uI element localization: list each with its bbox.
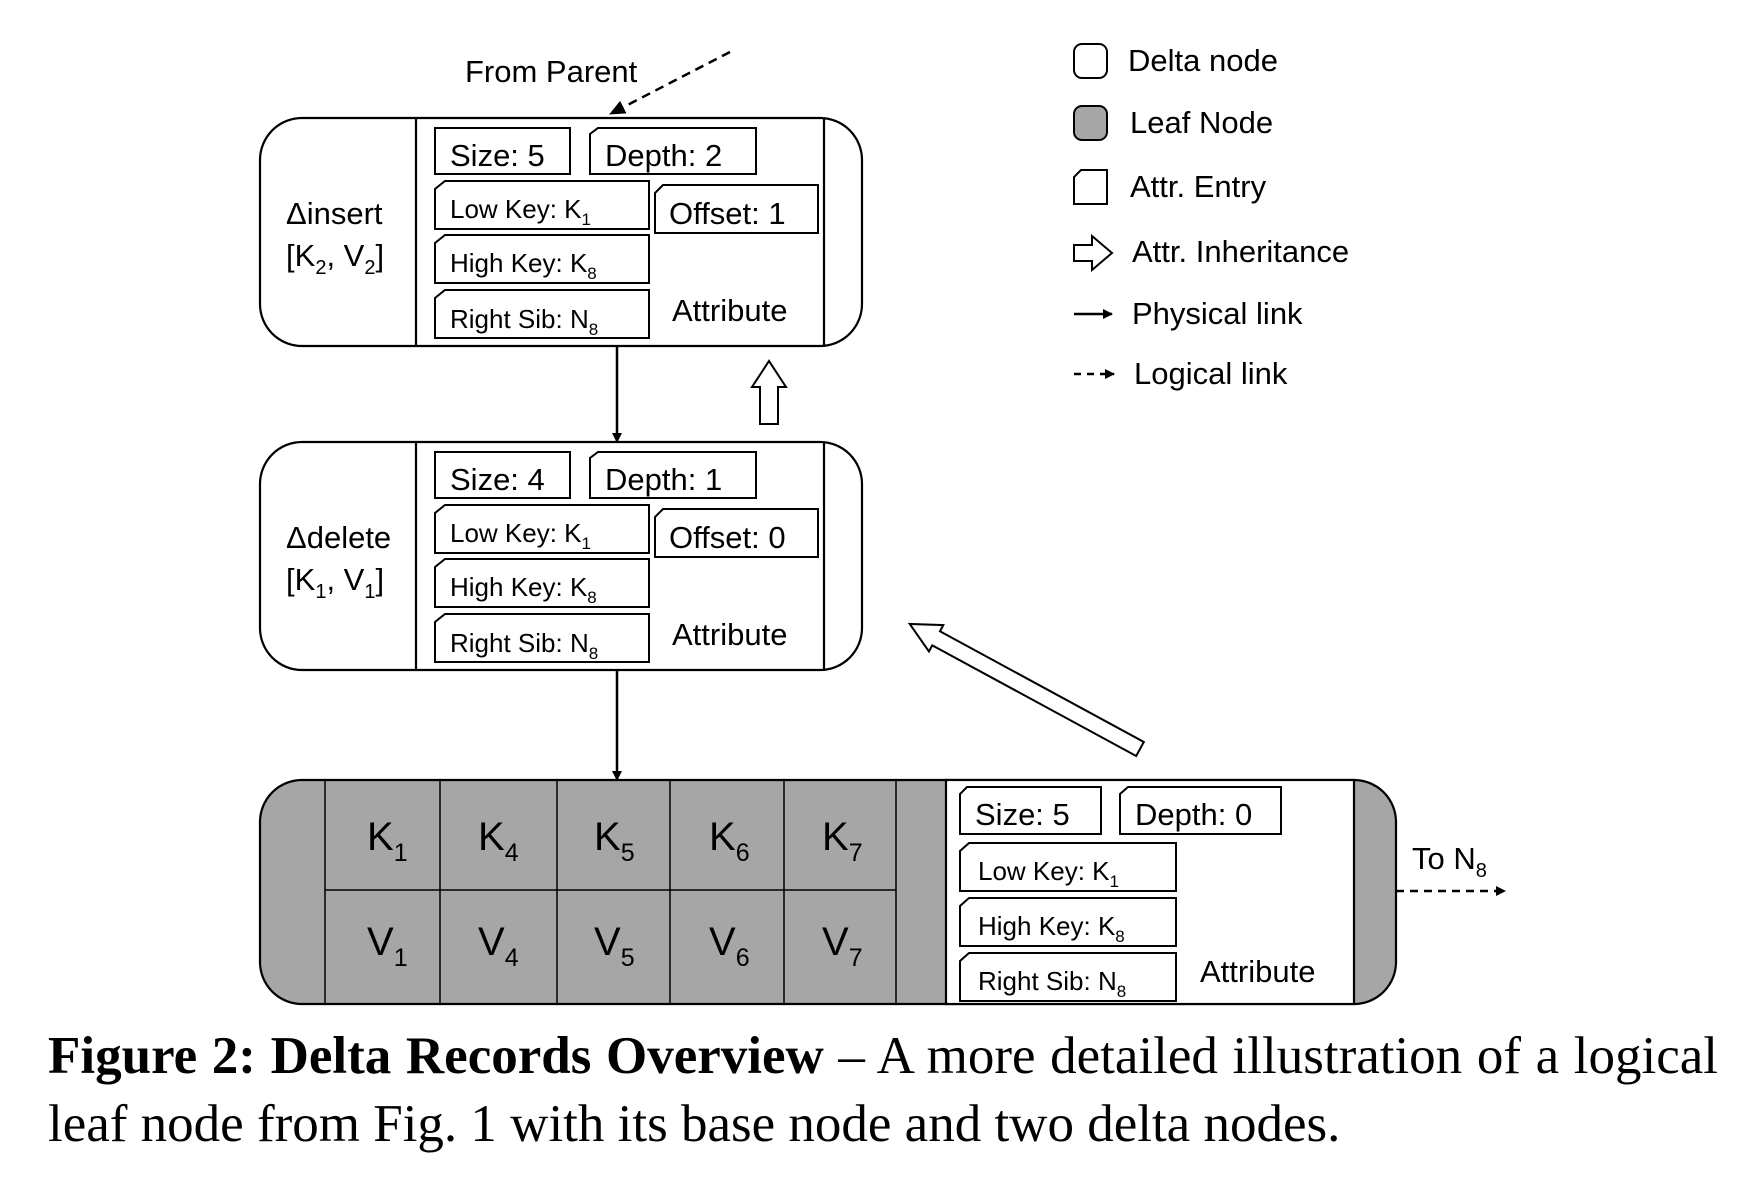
base-lowkey-entry	[959, 842, 1177, 892]
base-value-5: V7	[822, 920, 863, 972]
delta-delete-rightsib-entry	[434, 613, 650, 663]
base-size-entry	[959, 786, 1102, 835]
base-highkey: High Key: K8	[978, 911, 1125, 946]
delta-insert-offset: Offset: 1	[669, 196, 786, 231]
delta-delete-size: Size: 4	[450, 462, 545, 497]
delta-delete-lowkey: Low Key: K1	[450, 518, 591, 553]
delta-delete-rightsib: Right Sib: N8	[450, 628, 598, 663]
base-highkey-entry	[959, 897, 1177, 947]
legend-attr-entry-label: Attr. Entry	[1130, 169, 1267, 204]
delta-delete-size-entry	[434, 451, 571, 499]
delta-insert-lowkey: Low Key: K1	[450, 194, 591, 229]
to-sibling-label: To N8	[1412, 841, 1487, 882]
delta-insert-highkey-entry	[434, 234, 650, 284]
base-rightsib-entry	[959, 952, 1177, 1002]
legend-logical-link-label: Logical link	[1134, 356, 1288, 391]
delta-delete-node: Δdelete [K1, V1] Size: 4 Depth: 1 Low Ke…	[258, 440, 864, 672]
delta-insert-rightsib-entry	[434, 289, 650, 339]
delta-insert-size-entry	[434, 127, 571, 175]
base-depth-entry	[1119, 786, 1282, 835]
caption-title: Figure 2: Delta Records Overview	[48, 1027, 824, 1085]
base-key-3: K5	[594, 815, 635, 867]
base-lowkey: Low Key: K1	[978, 856, 1119, 891]
legend: Delta node Leaf Node Attr. Entry Attr. I…	[1073, 43, 1349, 391]
delta-delete-depth: Depth: 1	[605, 462, 722, 497]
delta-insert-depth-entry	[589, 127, 757, 175]
delta-delete-op: Δdelete	[286, 520, 391, 555]
base-leaf-node: K1 K4 K5 K6 K7 V1 V4 V5 V6 V7 Size: 5 De…	[258, 778, 1398, 1006]
delta-insert-depth: Depth: 2	[605, 138, 722, 173]
delta-insert-node: Δinsert [K2, V2] Size: 5 Depth: 2 Low Ke…	[258, 116, 864, 348]
legend-physical-link-label: Physical link	[1132, 296, 1303, 331]
attr-inheritance-arrow-up	[750, 359, 788, 425]
base-attribute-label: Attribute	[1200, 954, 1315, 989]
base-rightsib: Right Sib: N8	[978, 966, 1126, 1001]
legend-attr-entry-swatch	[1073, 169, 1108, 205]
from-parent-arrow	[609, 50, 731, 116]
legend-delta-node-swatch	[1073, 43, 1108, 79]
delta-delete-highkey-entry	[434, 558, 650, 608]
delta-insert-rightsib: Right Sib: N8	[450, 304, 598, 339]
delta-insert-size: Size: 5	[450, 138, 545, 173]
legend-leaf-node-swatch	[1073, 105, 1108, 141]
from-parent-label: From Parent	[465, 54, 638, 89]
figure-caption: Figure 2: Delta Records Overview – A mor…	[48, 1022, 1718, 1158]
delta-insert-op: Δinsert	[286, 196, 383, 231]
base-key-4: K6	[709, 815, 750, 867]
delta-insert-offset-entry	[654, 184, 819, 234]
delta-insert-kv: [K2, V2]	[286, 238, 384, 279]
delta-delete-highkey: High Key: K8	[450, 572, 597, 607]
base-value-2: V4	[478, 920, 519, 972]
delta-insert-lowkey-entry	[434, 180, 650, 230]
base-value-4: V6	[709, 920, 750, 972]
base-key-5: K7	[822, 815, 863, 867]
delta-delete-offset-entry	[654, 508, 819, 558]
delta-delete-attribute-label: Attribute	[672, 617, 787, 652]
legend-leaf-node-label: Leaf Node	[1130, 105, 1273, 140]
base-key-2: K4	[478, 815, 519, 867]
base-value-3: V5	[594, 920, 635, 972]
legend-delta-node-label: Delta node	[1128, 43, 1278, 78]
legend-attr-inheritance-label: Attr. Inheritance	[1132, 234, 1349, 269]
base-depth: Depth: 0	[1135, 797, 1252, 832]
base-value-1: V1	[367, 920, 408, 972]
base-size: Size: 5	[975, 797, 1070, 832]
base-key-1: K1	[367, 815, 408, 867]
delta-delete-offset: Offset: 0	[669, 520, 786, 555]
delta-insert-attribute-label: Attribute	[672, 293, 787, 328]
delta-insert-highkey: High Key: K8	[450, 248, 597, 283]
caption-text: – A more detailed illustration of a logi…	[48, 1027, 1718, 1153]
attr-inheritance-arrow-diagonal	[907, 622, 1146, 758]
delta-delete-lowkey-entry	[434, 504, 650, 554]
delta-delete-depth-entry	[589, 451, 757, 499]
legend-attr-inheritance-swatch	[1073, 233, 1114, 273]
